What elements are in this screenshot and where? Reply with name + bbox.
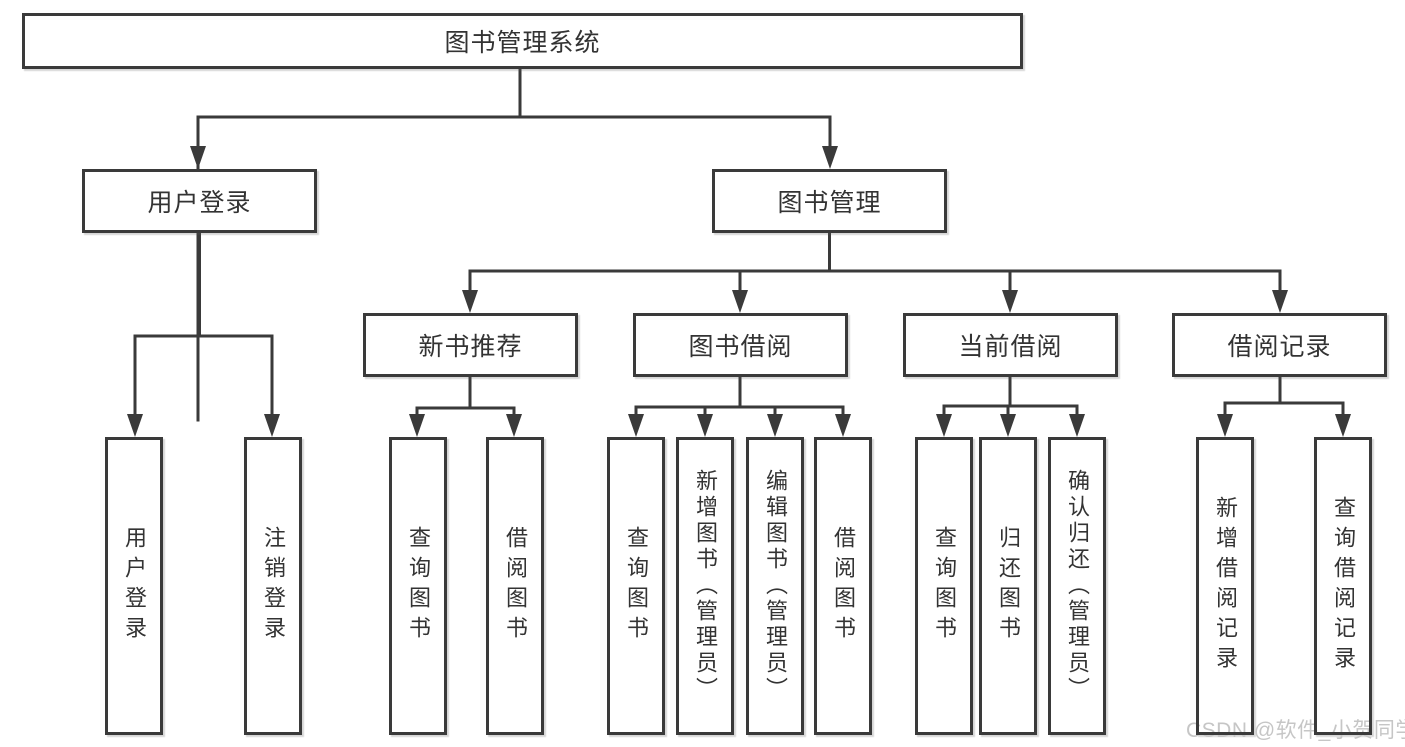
node-label: 新书推荐 [418, 333, 523, 361]
leaf-query-books-borrow: 查询图书 [607, 437, 665, 735]
node-current-borrow: 当前借阅 [903, 313, 1118, 377]
leaf-add-books-admin: 新增图书（管理员） [676, 437, 734, 735]
leaf-return-books: 归还图书 [979, 437, 1037, 735]
leaf-label: 归还图书 [996, 526, 1021, 646]
node-user-login: 用户登录 [82, 169, 317, 233]
node-borrow-records: 借阅记录 [1172, 313, 1387, 377]
leaf-label: 确认归还（管理员） [1065, 469, 1090, 703]
leaf-label: 新增图书（管理员） [693, 469, 718, 703]
node-new-book-recommend: 新书推荐 [363, 313, 578, 377]
leaf-label: 查询图书 [932, 526, 957, 646]
node-label: 图书借阅 [688, 333, 793, 361]
leaf-label: 用户登录 [122, 526, 147, 646]
leaf-borrow-books-recommend: 借阅图书 [486, 437, 544, 735]
node-book-management: 图书管理 [712, 169, 947, 233]
leaf-query-books-recommend: 查询图书 [389, 437, 447, 735]
node-label: 图书管理系统 [444, 29, 601, 57]
leaf-query-borrow-record: 查询借阅记录 [1314, 437, 1372, 735]
leaf-confirm-return-admin: 确认归还（管理员） [1048, 437, 1106, 735]
leaf-label: 注销登录 [261, 526, 286, 646]
leaf-label: 借阅图书 [503, 526, 528, 646]
connector-line [133, 66, 1345, 422]
node-label: 用户登录 [147, 189, 252, 217]
node-book-borrow: 图书借阅 [633, 313, 848, 377]
leaf-logout: 注销登录 [244, 437, 302, 735]
leaf-add-borrow-record: 新增借阅记录 [1196, 437, 1254, 735]
leaf-label: 编辑图书（管理员） [763, 469, 788, 703]
leaf-user-login: 用户登录 [105, 437, 163, 735]
watermark: CSDN @软件_小贺同学 [1186, 719, 1405, 742]
leaf-label: 新增借阅记录 [1213, 496, 1238, 676]
leaf-label: 借阅图书 [831, 526, 856, 646]
node-label: 借阅记录 [1227, 333, 1332, 361]
leaf-query-books-current: 查询图书 [915, 437, 973, 735]
leaf-label: 查询图书 [406, 526, 431, 646]
leaf-borrow-books: 借阅图书 [814, 437, 872, 735]
arrowhead-down-icon [127, 146, 1351, 437]
leaf-edit-books-admin: 编辑图书（管理员） [746, 437, 804, 735]
leaf-label: 查询图书 [624, 526, 649, 646]
leaf-label: 查询借阅记录 [1331, 496, 1356, 676]
node-label: 图书管理 [777, 189, 882, 217]
node-root: 图书管理系统 [22, 13, 1023, 69]
node-label: 当前借阅 [958, 333, 1063, 361]
